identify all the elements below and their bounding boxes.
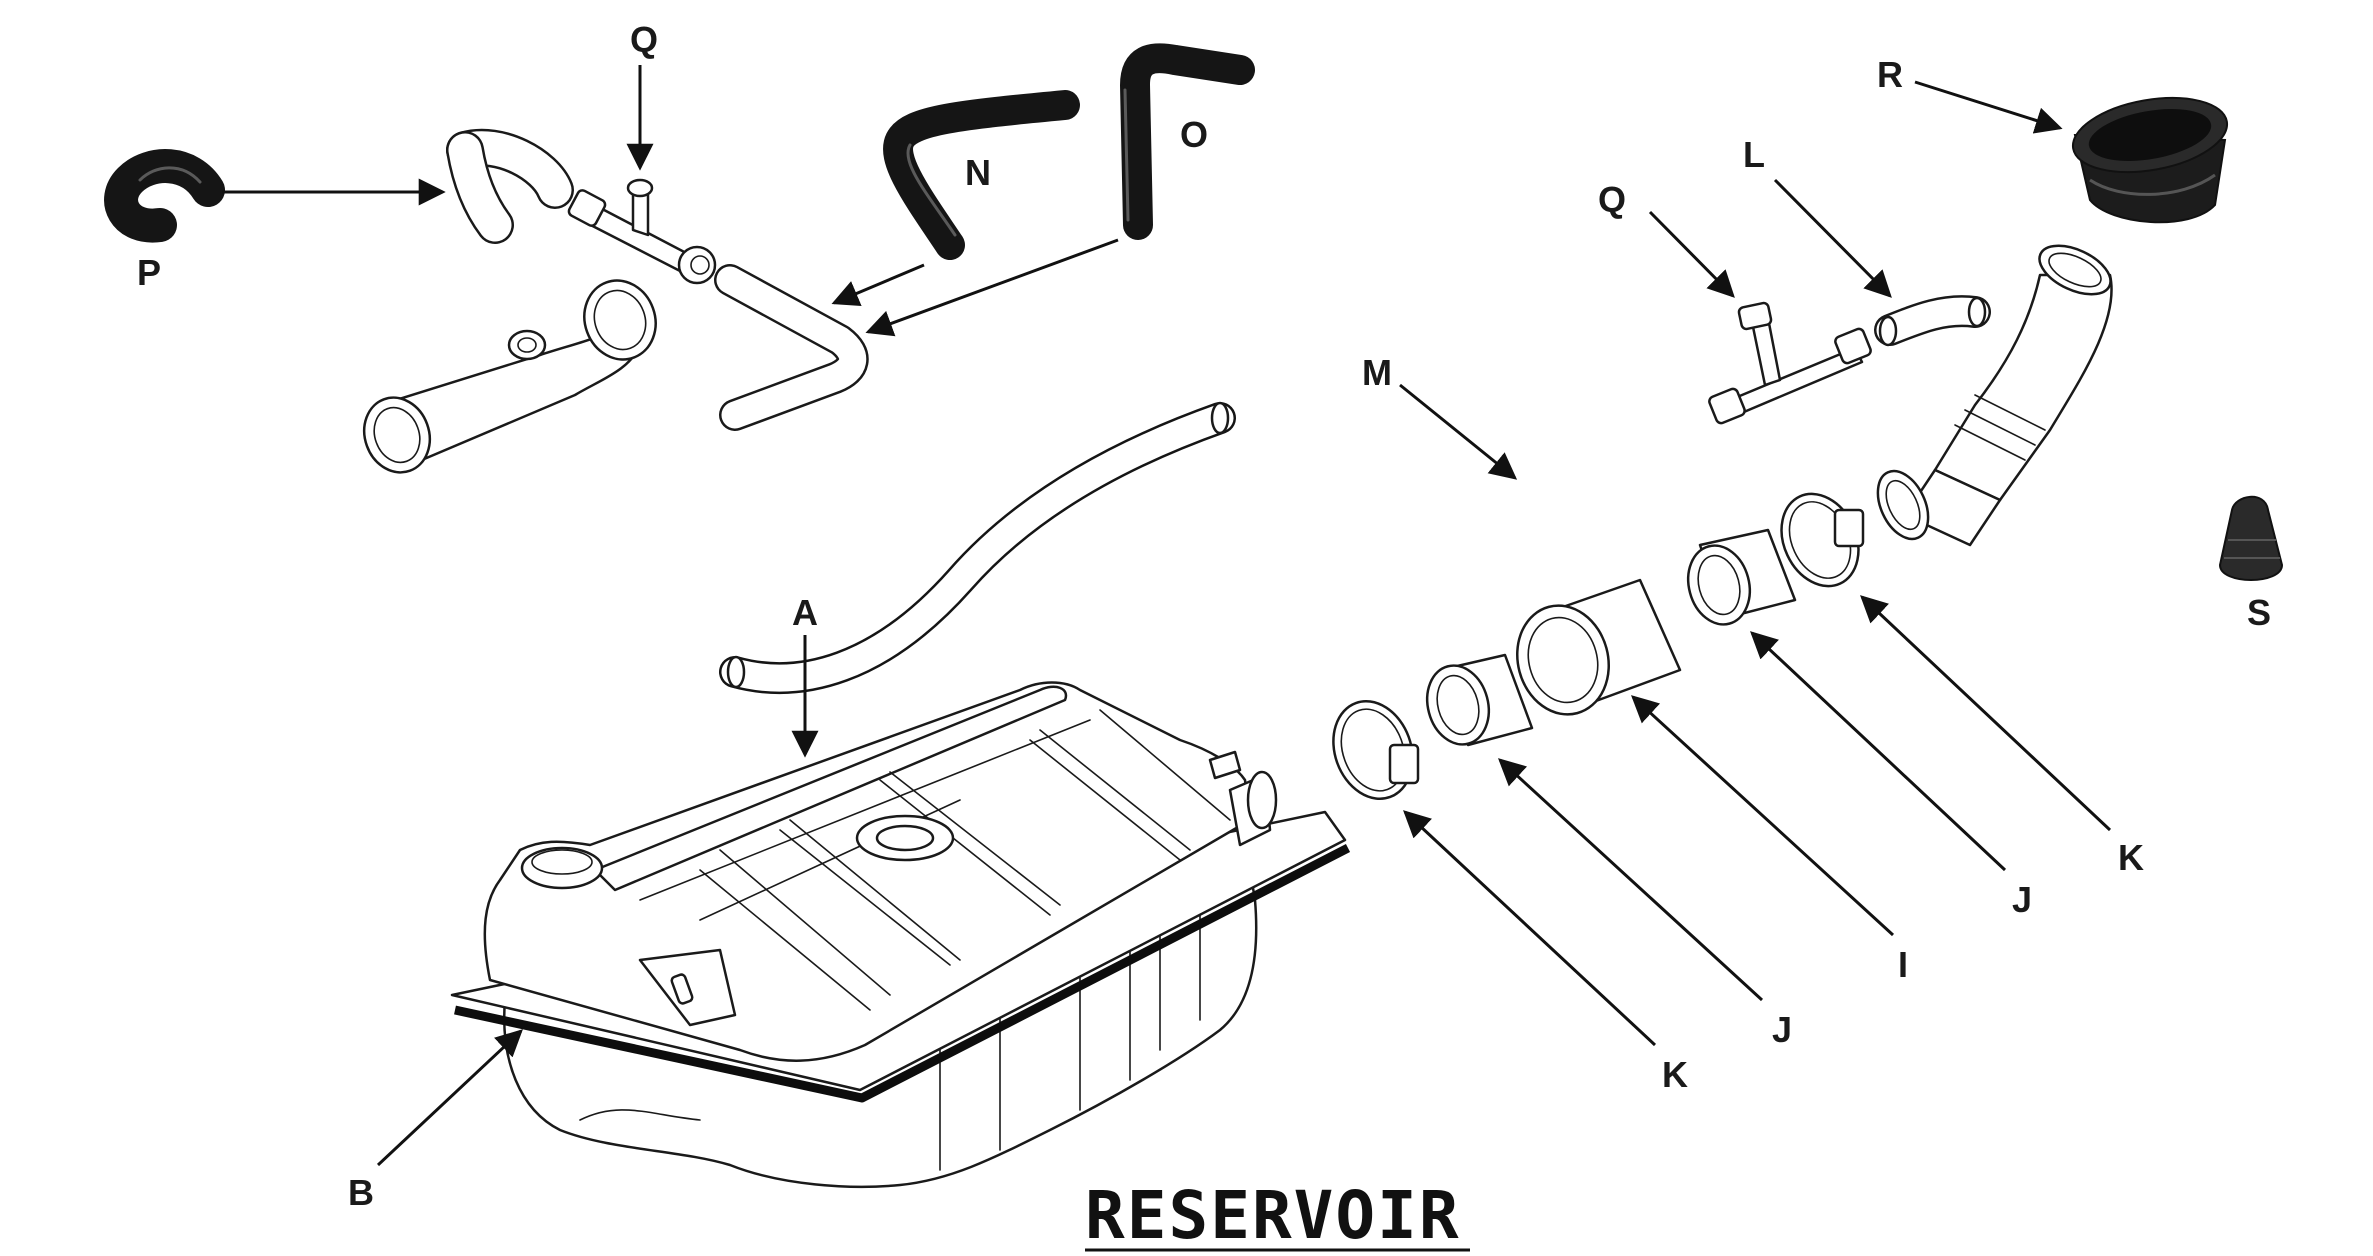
label-j-right: J — [2012, 879, 2032, 920]
fuel-tank — [450, 681, 1351, 1189]
label-i: I — [1898, 944, 1908, 985]
tank-gasket — [454, 843, 1351, 1103]
hose-m — [719, 401, 1236, 694]
diagram-title: RESERVOIR — [1085, 1177, 1470, 1254]
hose-p — [104, 149, 225, 243]
label-r: R — [1877, 54, 1903, 95]
plug-s — [2218, 495, 2284, 581]
label-l: L — [1743, 134, 1765, 175]
label-q-left: Q — [630, 19, 658, 60]
filler-neck — [1876, 244, 2113, 547]
label-s: S — [2247, 592, 2271, 633]
label-n: N — [965, 152, 991, 193]
label-k-right: K — [2118, 837, 2144, 878]
bent-tube — [714, 264, 869, 431]
title-text: RESERVOIR — [1085, 1177, 1461, 1254]
label-m: M — [1362, 352, 1392, 393]
hose-i — [1516, 578, 1682, 716]
hose-o — [1120, 43, 1255, 240]
label-o: O — [1180, 114, 1208, 155]
filler-pipe-left — [362, 279, 657, 474]
label-a: A — [792, 592, 818, 633]
label-k-bottom: K — [1662, 1054, 1688, 1095]
sleeve-j-left — [1425, 653, 1534, 747]
label-q-right: Q — [1598, 179, 1626, 220]
label-p: P — [137, 252, 161, 293]
hose-n — [883, 90, 1080, 260]
hose-clamp-k-right — [1780, 492, 1865, 588]
t-fitting-q-left — [567, 178, 717, 285]
elbow-hose — [446, 128, 574, 244]
grommet-r — [2071, 96, 2229, 224]
t-fitting-q-right — [1708, 301, 1872, 425]
leader-arrows — [222, 65, 2112, 1167]
hose-clamp-k-left — [1332, 700, 1420, 800]
label-j-bottom: J — [1772, 1009, 1792, 1050]
callout-labels: Q P N O R L Q M S A B K J I J K — [137, 19, 2271, 1213]
label-b: B — [348, 1172, 374, 1213]
sleeve-j-right — [1686, 528, 1797, 626]
hose-l — [1874, 295, 1991, 347]
